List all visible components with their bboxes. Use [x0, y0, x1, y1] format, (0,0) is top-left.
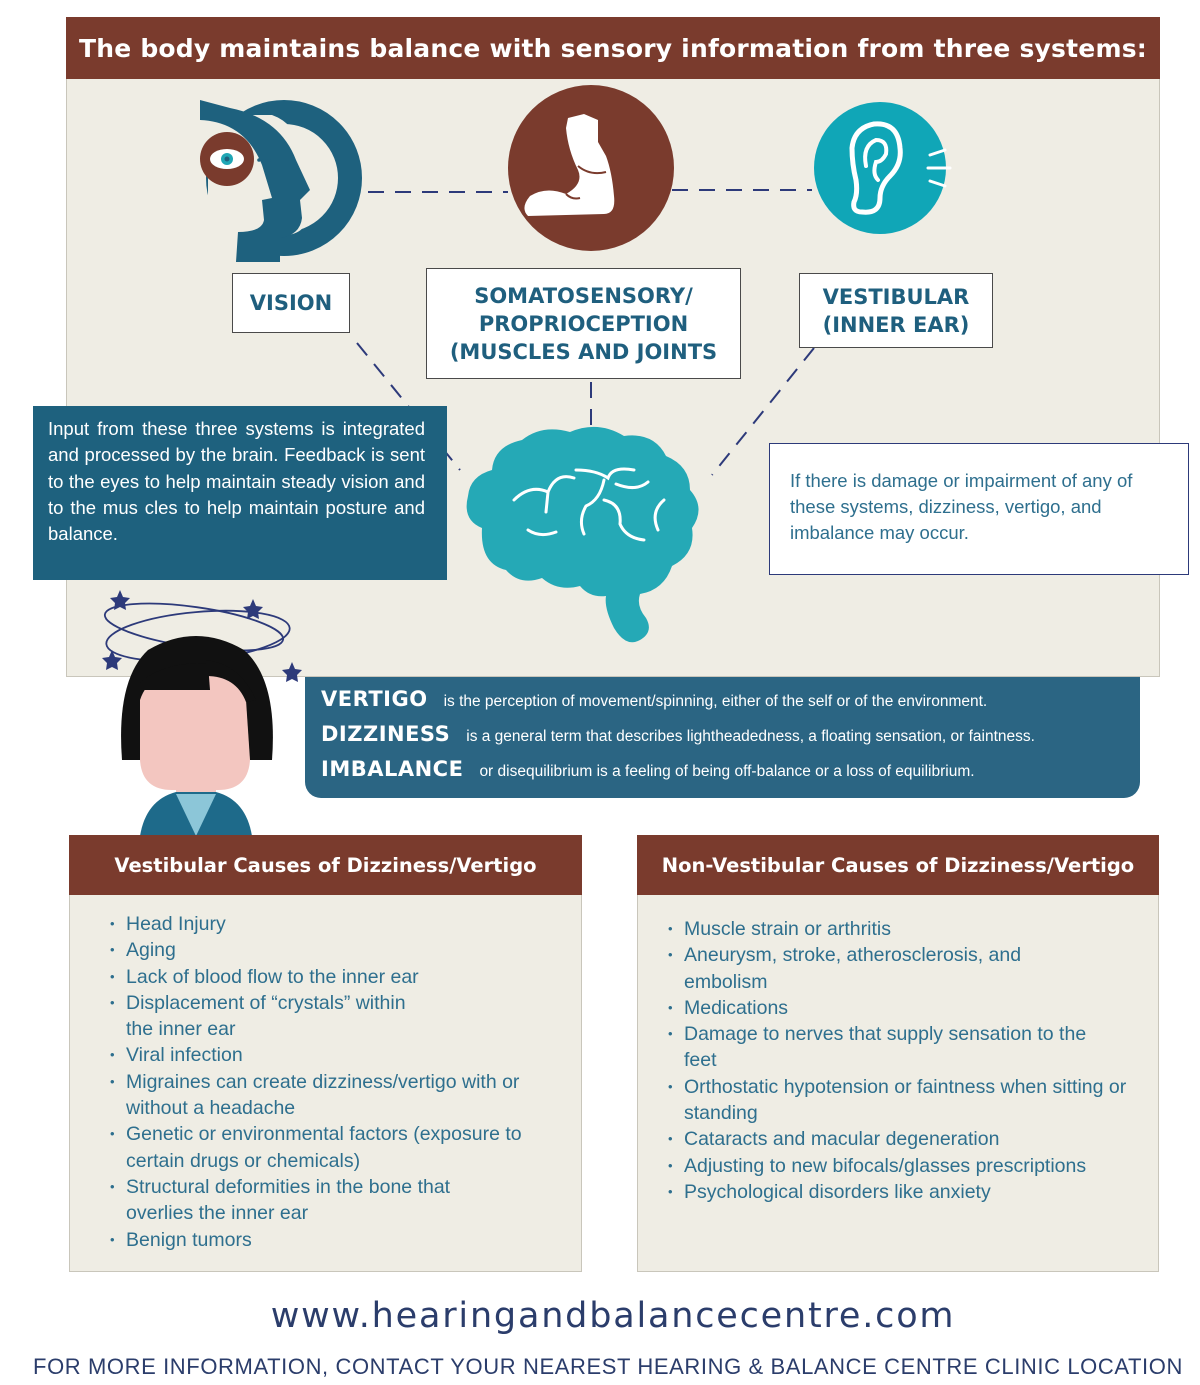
- list-item: Damage to nerves that supply sensation t…: [668, 1021, 1148, 1074]
- list-item: Aneurysm, stroke, atherosclerosis, and e…: [668, 942, 1148, 995]
- integration-text: Input from these three systems is integr…: [48, 418, 425, 545]
- page-title-text: The body maintains balance with sensory …: [79, 33, 1147, 63]
- list-item: Medications: [668, 995, 1148, 1021]
- list-item: Structural deformities in the bone that …: [110, 1174, 565, 1227]
- definition-vertigo: VERTIGO is the perception of movement/sp…: [321, 687, 1140, 722]
- website-link[interactable]: www.hearingandbalancecentre.com: [270, 1296, 956, 1336]
- definition-term: DIZZINESS: [321, 722, 451, 746]
- list-item: Viral infection: [110, 1042, 565, 1068]
- list-item: Muscle strain or arthritis: [668, 916, 1148, 942]
- vestibular-label-line: VESTIBULAR: [822, 284, 970, 309]
- list-item: Migraines can create dizziness/vertigo w…: [110, 1069, 565, 1122]
- vestibular-causes-title: Vestibular Causes of Dizziness/Vertigo: [114, 853, 537, 877]
- definition-term: VERTIGO: [321, 687, 428, 711]
- definition-description: is a general term that describes lighthe…: [466, 728, 1035, 745]
- list-item: Lack of blood flow to the inner ear: [110, 964, 565, 990]
- definition-term: IMBALANCE: [321, 757, 464, 781]
- list-item: Psychological disorders like anxiety: [668, 1179, 1148, 1205]
- integration-text-box: Input from these three systems is integr…: [33, 406, 447, 580]
- definitions-box: VERTIGO is the perception of movement/sp…: [305, 677, 1140, 798]
- damage-text: If there is damage or impairment of any …: [790, 470, 1133, 543]
- damage-text-box: If there is damage or impairment of any …: [769, 443, 1189, 575]
- list-item: Benign tumors: [110, 1227, 565, 1253]
- list-item: Genetic or environmental factors (exposu…: [110, 1121, 565, 1174]
- page-title: The body maintains balance with sensory …: [66, 17, 1160, 79]
- contact-note: FOR MORE INFORMATION, CONTACT YOUR NEARE…: [33, 1354, 1183, 1379]
- somatosensory-label-line: PROPRIOCEPTION: [478, 311, 689, 336]
- vision-label: VISION: [232, 273, 350, 333]
- non-vestibular-causes-title: Non-Vestibular Causes of Dizziness/Verti…: [661, 853, 1135, 877]
- somatosensory-label: SOMATOSENSORY/ PROPRIOCEPTION (MUSCLES A…: [426, 268, 741, 379]
- list-item: Adjusting to new bifocals/glasses prescr…: [668, 1153, 1148, 1179]
- definition-imbalance: IMBALANCE or disequilibrium is a feeling…: [321, 757, 1140, 792]
- list-item: Cataracts and macular degeneration: [668, 1126, 1148, 1152]
- non-vestibular-causes-panel: Muscle strain or arthritis Aneurysm, str…: [637, 895, 1159, 1272]
- list-item: Aging: [110, 937, 565, 963]
- list-item: Head Injury: [110, 911, 565, 937]
- list-item: Orthostatic hypotension or faintness whe…: [668, 1074, 1148, 1127]
- definition-dizziness: DIZZINESS is a general term that describ…: [321, 722, 1140, 757]
- somatosensory-label-line: (MUSCLES AND JOINTS: [449, 339, 718, 364]
- definition-description: is the perception of movement/spinning, …: [443, 693, 988, 710]
- definition-description: or disequilibrium is a feeling of being …: [479, 763, 975, 780]
- vision-label-text: VISION: [249, 291, 333, 315]
- non-vestibular-causes-list: Muscle strain or arthritis Aneurysm, str…: [668, 916, 1148, 1205]
- vestibular-causes-header: Vestibular Causes of Dizziness/Vertigo: [69, 835, 582, 895]
- non-vestibular-causes-header: Non-Vestibular Causes of Dizziness/Verti…: [637, 835, 1159, 895]
- vestibular-causes-list: Head Injury Aging Lack of blood flow to …: [110, 911, 565, 1253]
- list-item: Displacement of “crystals” within the in…: [110, 990, 565, 1043]
- somatosensory-label-line: SOMATOSENSORY/: [474, 283, 693, 308]
- vestibular-label-line: (INNER EAR): [822, 312, 970, 337]
- vestibular-causes-panel: Head Injury Aging Lack of blood flow to …: [69, 895, 582, 1272]
- vestibular-label: VESTIBULAR (INNER EAR): [799, 273, 993, 348]
